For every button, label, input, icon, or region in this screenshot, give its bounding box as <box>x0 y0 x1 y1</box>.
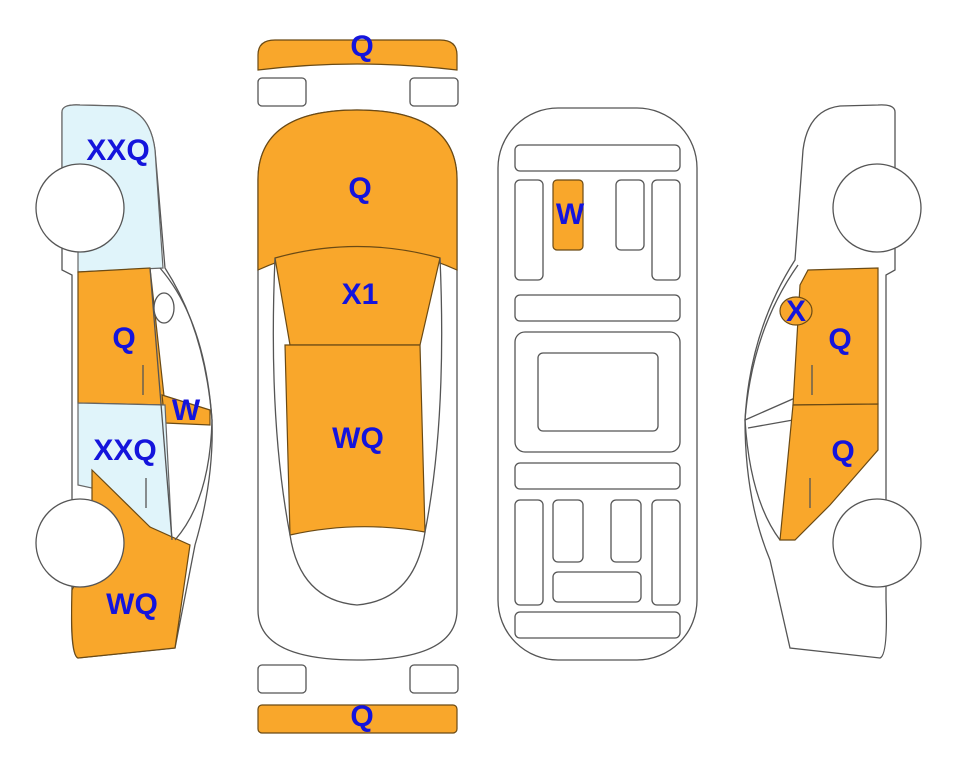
label-trunk: Q <box>348 172 371 205</box>
label-roof: X1 <box>342 278 379 311</box>
right-body-outline <box>744 104 896 659</box>
label-left-mirror: W <box>172 394 201 427</box>
right-pillar-panel[interactable] <box>779 296 813 326</box>
left-rear-wheel <box>35 163 125 253</box>
front-light-left <box>257 664 307 694</box>
hood-panel[interactable] <box>284 344 426 536</box>
label-right-pillar: X <box>786 295 806 328</box>
left-pillar-line <box>149 267 173 541</box>
front-light-right <box>409 664 459 694</box>
windshield-line <box>289 531 426 606</box>
label-right-front-door: Q <box>828 323 851 356</box>
rear-light-left <box>257 77 307 107</box>
right-mirror-line <box>744 397 796 429</box>
right-rear-door-panel[interactable] <box>779 403 879 541</box>
roof-panel[interactable] <box>274 245 441 346</box>
front-bumper-panel[interactable] <box>257 704 458 734</box>
left-window-line <box>159 267 213 541</box>
underbody-damaged-panel[interactable] <box>552 179 584 251</box>
label-left-front-door: XXQ <box>93 434 156 467</box>
right-rear-wheel <box>832 163 922 253</box>
right-front-wheel <box>832 498 922 588</box>
label-rear-bumper: Q <box>350 30 373 63</box>
label-right-rear-door: Q <box>831 435 854 468</box>
left-quarter-window <box>153 292 175 324</box>
top-view: Q Q X1 WQ Q <box>257 30 459 734</box>
underbody-view: W <box>497 107 698 661</box>
label-front-bumper: Q <box>350 700 373 733</box>
top-side-lines <box>272 257 443 536</box>
label-left-rear-quarter: XXQ <box>86 134 149 167</box>
label-left-rear-door: Q <box>112 322 135 355</box>
right-side-view: X Q Q <box>744 104 922 659</box>
label-left-front-fender: WQ <box>106 588 158 621</box>
rear-bumper-panel[interactable] <box>257 39 458 71</box>
label-underbody: W <box>556 198 585 231</box>
left-side-view: XXQ Q W XXQ WQ <box>35 104 213 659</box>
rear-light-right <box>409 77 459 107</box>
underbody-outline <box>497 107 698 661</box>
label-hood: WQ <box>332 422 384 455</box>
left-front-wheel <box>35 498 125 588</box>
